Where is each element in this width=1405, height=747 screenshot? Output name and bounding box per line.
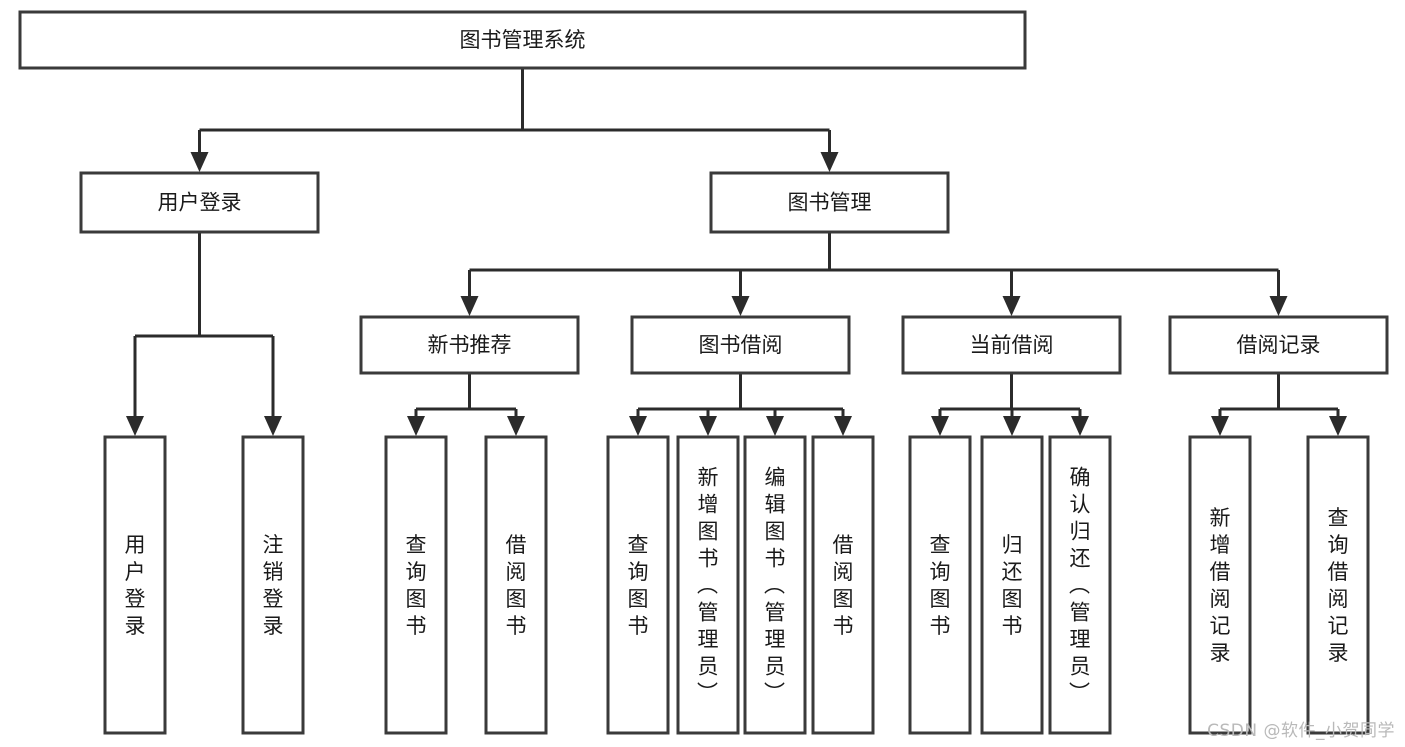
node-box (484, 435, 548, 735)
node-box (743, 435, 807, 735)
node-label: 查询图书 (406, 533, 427, 638)
flow-node-leaf-add-record[interactable]: 新增借阅记录 (1188, 435, 1252, 735)
node-box (1048, 435, 1112, 735)
flow-node-leaf-return-book[interactable]: 归还图书 (980, 435, 1044, 735)
watermark-text: CSDN @软件_小贺同学 (1207, 721, 1395, 741)
flow-node-leaf-logout[interactable]: 注销登录 (241, 435, 305, 735)
connectors-layer (126, 68, 1347, 436)
node-label: 编辑图书（管理员） (764, 466, 786, 706)
node-box (980, 435, 1044, 735)
flow-node-leaf-query-book-new[interactable]: 查询图书 (384, 435, 448, 735)
node-label: 新增图书（管理员） (697, 466, 719, 706)
flow-node-newbook[interactable]: 新书推荐 (359, 315, 580, 375)
node-box (103, 435, 167, 735)
node-label: 图书借阅 (699, 333, 783, 357)
node-box (359, 315, 580, 375)
node-box (901, 315, 1122, 375)
flow-node-leaf-user-login[interactable]: 用户登录 (103, 435, 167, 735)
node-box (384, 435, 448, 735)
node-label: 图书管理 (788, 191, 872, 215)
node-box (630, 315, 851, 375)
node-box (1168, 315, 1389, 375)
node-box (18, 10, 1027, 70)
flow-node-leaf-edit-book[interactable]: 编辑图书（管理员） (743, 435, 807, 735)
node-label: 查询图书 (628, 533, 649, 638)
node-label: 注销登录 (263, 533, 284, 638)
node-label: 查询借阅记录 (1328, 506, 1349, 665)
flow-node-leaf-confirm-return[interactable]: 确认归还（管理员） (1048, 435, 1112, 735)
flow-node-leaf-borrow-book-b[interactable]: 借阅图书 (811, 435, 875, 735)
flow-node-bookmgmt[interactable]: 图书管理 (709, 171, 950, 234)
flow-node-current[interactable]: 当前借阅 (901, 315, 1122, 375)
node-box (1306, 435, 1370, 735)
node-label: 借阅图书 (833, 533, 854, 638)
flow-node-root[interactable]: 图书管理系统 (18, 10, 1027, 70)
node-box (606, 435, 670, 735)
node-label: 归还图书 (1002, 533, 1023, 638)
flow-node-leaf-query-book-c[interactable]: 查询图书 (908, 435, 972, 735)
node-label: 新书推荐 (428, 333, 512, 357)
node-label: 新增借阅记录 (1210, 506, 1231, 665)
flow-node-borrow[interactable]: 图书借阅 (630, 315, 851, 375)
node-box (676, 435, 740, 735)
node-label: 查询图书 (930, 533, 951, 638)
node-label: 当前借阅 (970, 333, 1054, 357)
node-label: 借阅图书 (506, 533, 527, 638)
node-label: 图书管理系统 (460, 28, 586, 52)
flow-node-records[interactable]: 借阅记录 (1168, 315, 1389, 375)
flow-node-leaf-borrow-book-new[interactable]: 借阅图书 (484, 435, 548, 735)
node-label: 用户登录 (158, 191, 242, 215)
node-box (908, 435, 972, 735)
node-label: 借阅记录 (1237, 333, 1321, 357)
flow-node-leaf-query-record[interactable]: 查询借阅记录 (1306, 435, 1370, 735)
flow-node-leaf-query-book-b[interactable]: 查询图书 (606, 435, 670, 735)
node-box (709, 171, 950, 234)
node-box (241, 435, 305, 735)
node-box (79, 171, 320, 234)
node-label: 用户登录 (125, 533, 146, 638)
nodes-layer: 图书管理系统用户登录图书管理新书推荐图书借阅当前借阅借阅记录用户登录注销登录查询… (18, 10, 1389, 735)
flow-node-login[interactable]: 用户登录 (79, 171, 320, 234)
node-label: 确认归还（管理员） (1069, 466, 1091, 706)
node-box (811, 435, 875, 735)
flow-node-leaf-add-book[interactable]: 新增图书（管理员） (676, 435, 740, 735)
node-box (1188, 435, 1252, 735)
